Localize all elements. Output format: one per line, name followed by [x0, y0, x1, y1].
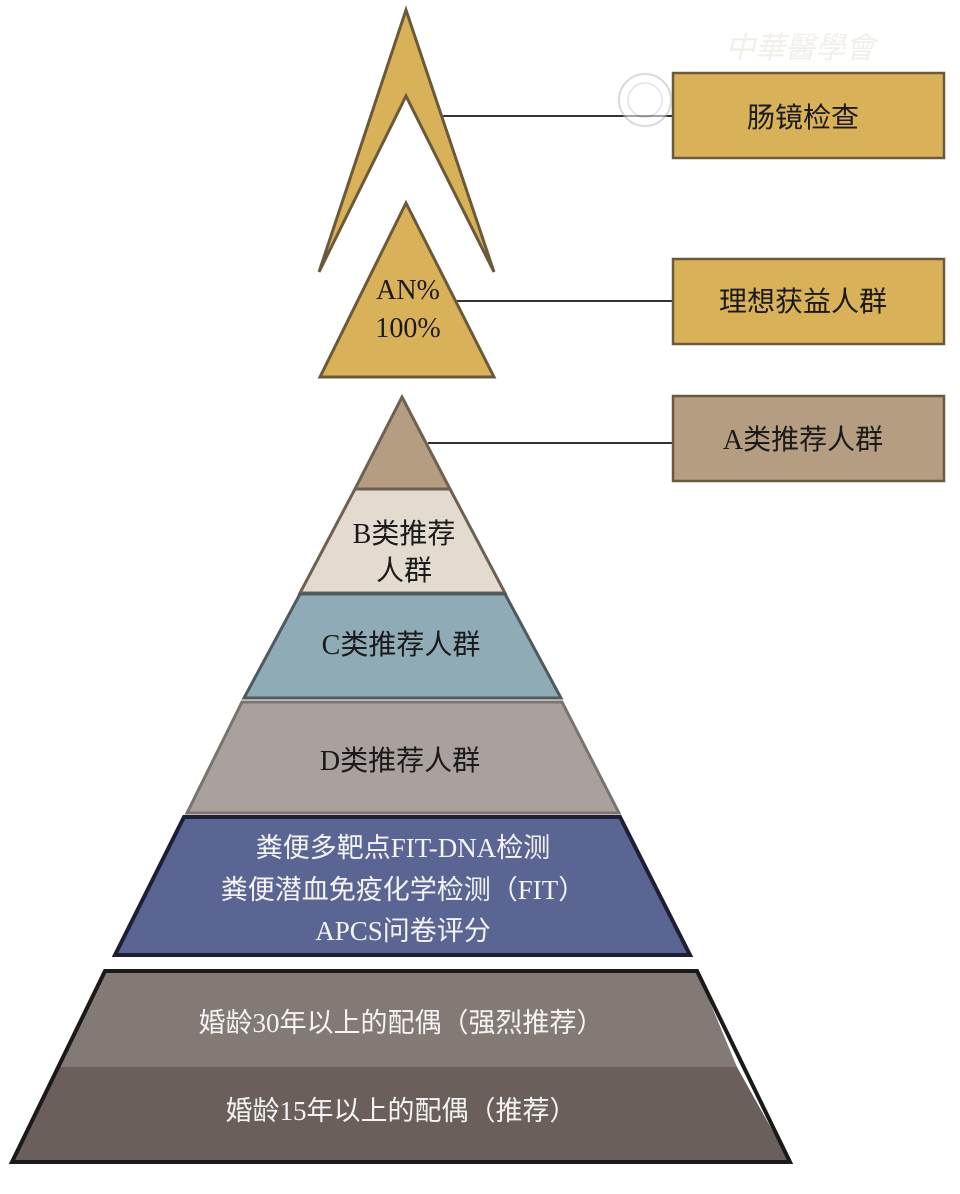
an-percent-label: AN% [376, 275, 440, 306]
tier-d-label: D类推荐人群 [320, 745, 480, 777]
spouse-tier-outline [8, 969, 794, 1164]
tier-a-label: A类推荐人群 [723, 424, 883, 456]
spouse-15-label: 婚龄15年以上的配偶（推荐） [226, 1096, 577, 1126]
tier-b-label-2: 人群 [376, 555, 432, 587]
ideal-label: 理想获益人群 [719, 286, 887, 318]
tier-d [184, 700, 622, 815]
spouse-30-label: 婚龄30年以上的配偶（强烈推荐） [199, 1008, 604, 1038]
spouse-30-tier [60, 971, 737, 1067]
tier-c [241, 592, 564, 700]
ideal-triangle [317, 199, 497, 379]
screening-method-fit-dna: 粪便多靶点FIT-DNA检测 [256, 833, 551, 863]
tier-b-label-1: B类推荐 [353, 518, 456, 550]
screening-method-fit: 粪便潜血免疫化学检测（FIT） [221, 875, 586, 905]
an-value-label: 100% [375, 313, 440, 344]
tier-c-label: C类推荐人群 [322, 629, 481, 661]
screening-method-apcs: APCS问卷评分 [315, 916, 491, 946]
screening-methods-tier [111, 815, 694, 957]
tier-a-box [671, 394, 946, 483]
colonoscopy-label: 肠镜检查 [747, 102, 859, 134]
spouse-15-tier [12, 1067, 790, 1162]
ideal-box [671, 257, 946, 346]
colonoscopy-chevron [317, 5, 496, 273]
colonoscopy-box [671, 71, 946, 160]
watermark-text: 中華醫學會 [725, 32, 879, 65]
watermark-seal: 中華醫學會 [618, 32, 879, 127]
